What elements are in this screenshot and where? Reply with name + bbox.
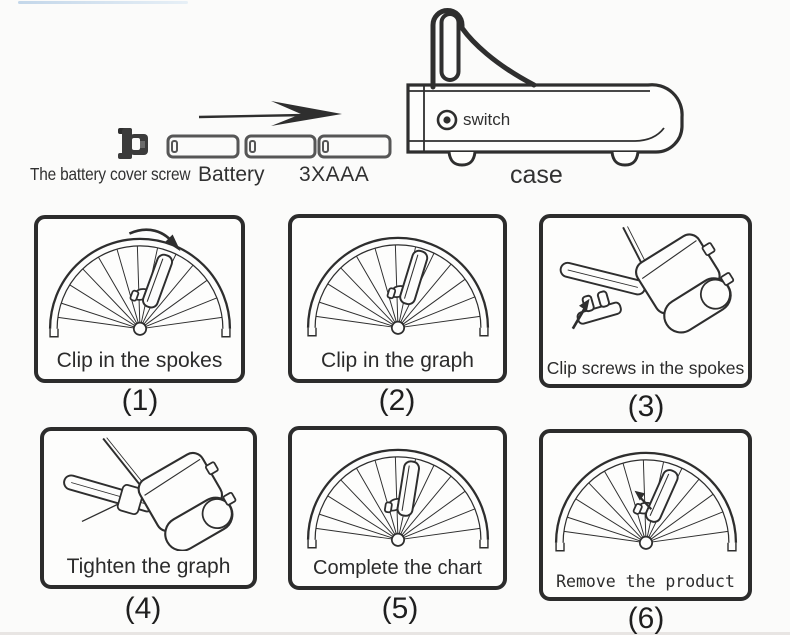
step-caption: Clip in the spokes [56,349,223,373]
device-body [634,233,734,334]
spoke-light-device [385,244,430,307]
spoke-light-device [128,247,175,311]
scan-artifact-line [18,1,188,4]
battery-spec-label: 3XAAA [299,163,370,186]
step-caption: Tighten the graph [66,555,231,579]
battery-icon [166,134,240,159]
step-number: (3) [627,390,665,423]
mount-clip-illustration [430,8,537,90]
step-panel-1: Clip in the spokes [34,215,245,383]
step-number: (2) [378,384,416,417]
step-caption: Complete the chart [313,557,482,580]
parts-diagram [118,8,684,167]
step-4-closeup-illustration [62,437,236,552]
step-number: (6) [627,602,665,635]
step-6-wheel-illustration [554,451,737,552]
switch-indicator-icon [436,109,458,131]
case-illustration [406,8,684,167]
scan-edge-artifact [0,632,790,635]
battery-icon [317,134,392,159]
step-3-closeup-illustration [559,226,734,334]
device-body [137,451,236,552]
step-caption: Clip screws in the spokes [546,358,745,379]
step-number: (4) [124,592,162,625]
step-panel-5: Complete the chart [288,426,507,590]
remove-arrow-icon [634,490,652,511]
battery-label: Battery [198,163,265,186]
spoke-light-device [382,457,421,518]
clip-direction-arrow-icon [128,228,181,252]
step-1-wheel-illustration [48,228,231,338]
screw-label: The battery cover screw [30,164,191,184]
step-caption: Remove the product [556,572,735,592]
battery-icon [244,134,317,159]
battery-cover-screw-icon [118,128,148,159]
switch-label: switch [463,110,511,129]
step-panel-2: Clip in the graph [288,214,507,383]
case-label: case [510,161,563,189]
step-panel-4: Tighten the graph [40,427,257,589]
step-number: (5) [381,592,419,625]
step-caption: Clip in the graph [321,349,474,373]
step-5-wheel-illustration [306,448,489,549]
step-number: (1) [121,384,159,417]
insert-direction-arrow-icon [198,101,342,126]
step-panel-6: Remove the product [539,429,752,601]
step-2-wheel-illustration [306,236,489,337]
step-panel-3: Clip screws in the spokes [539,214,752,388]
clip-lever [62,474,155,515]
insert-arrow-icon [571,298,590,330]
